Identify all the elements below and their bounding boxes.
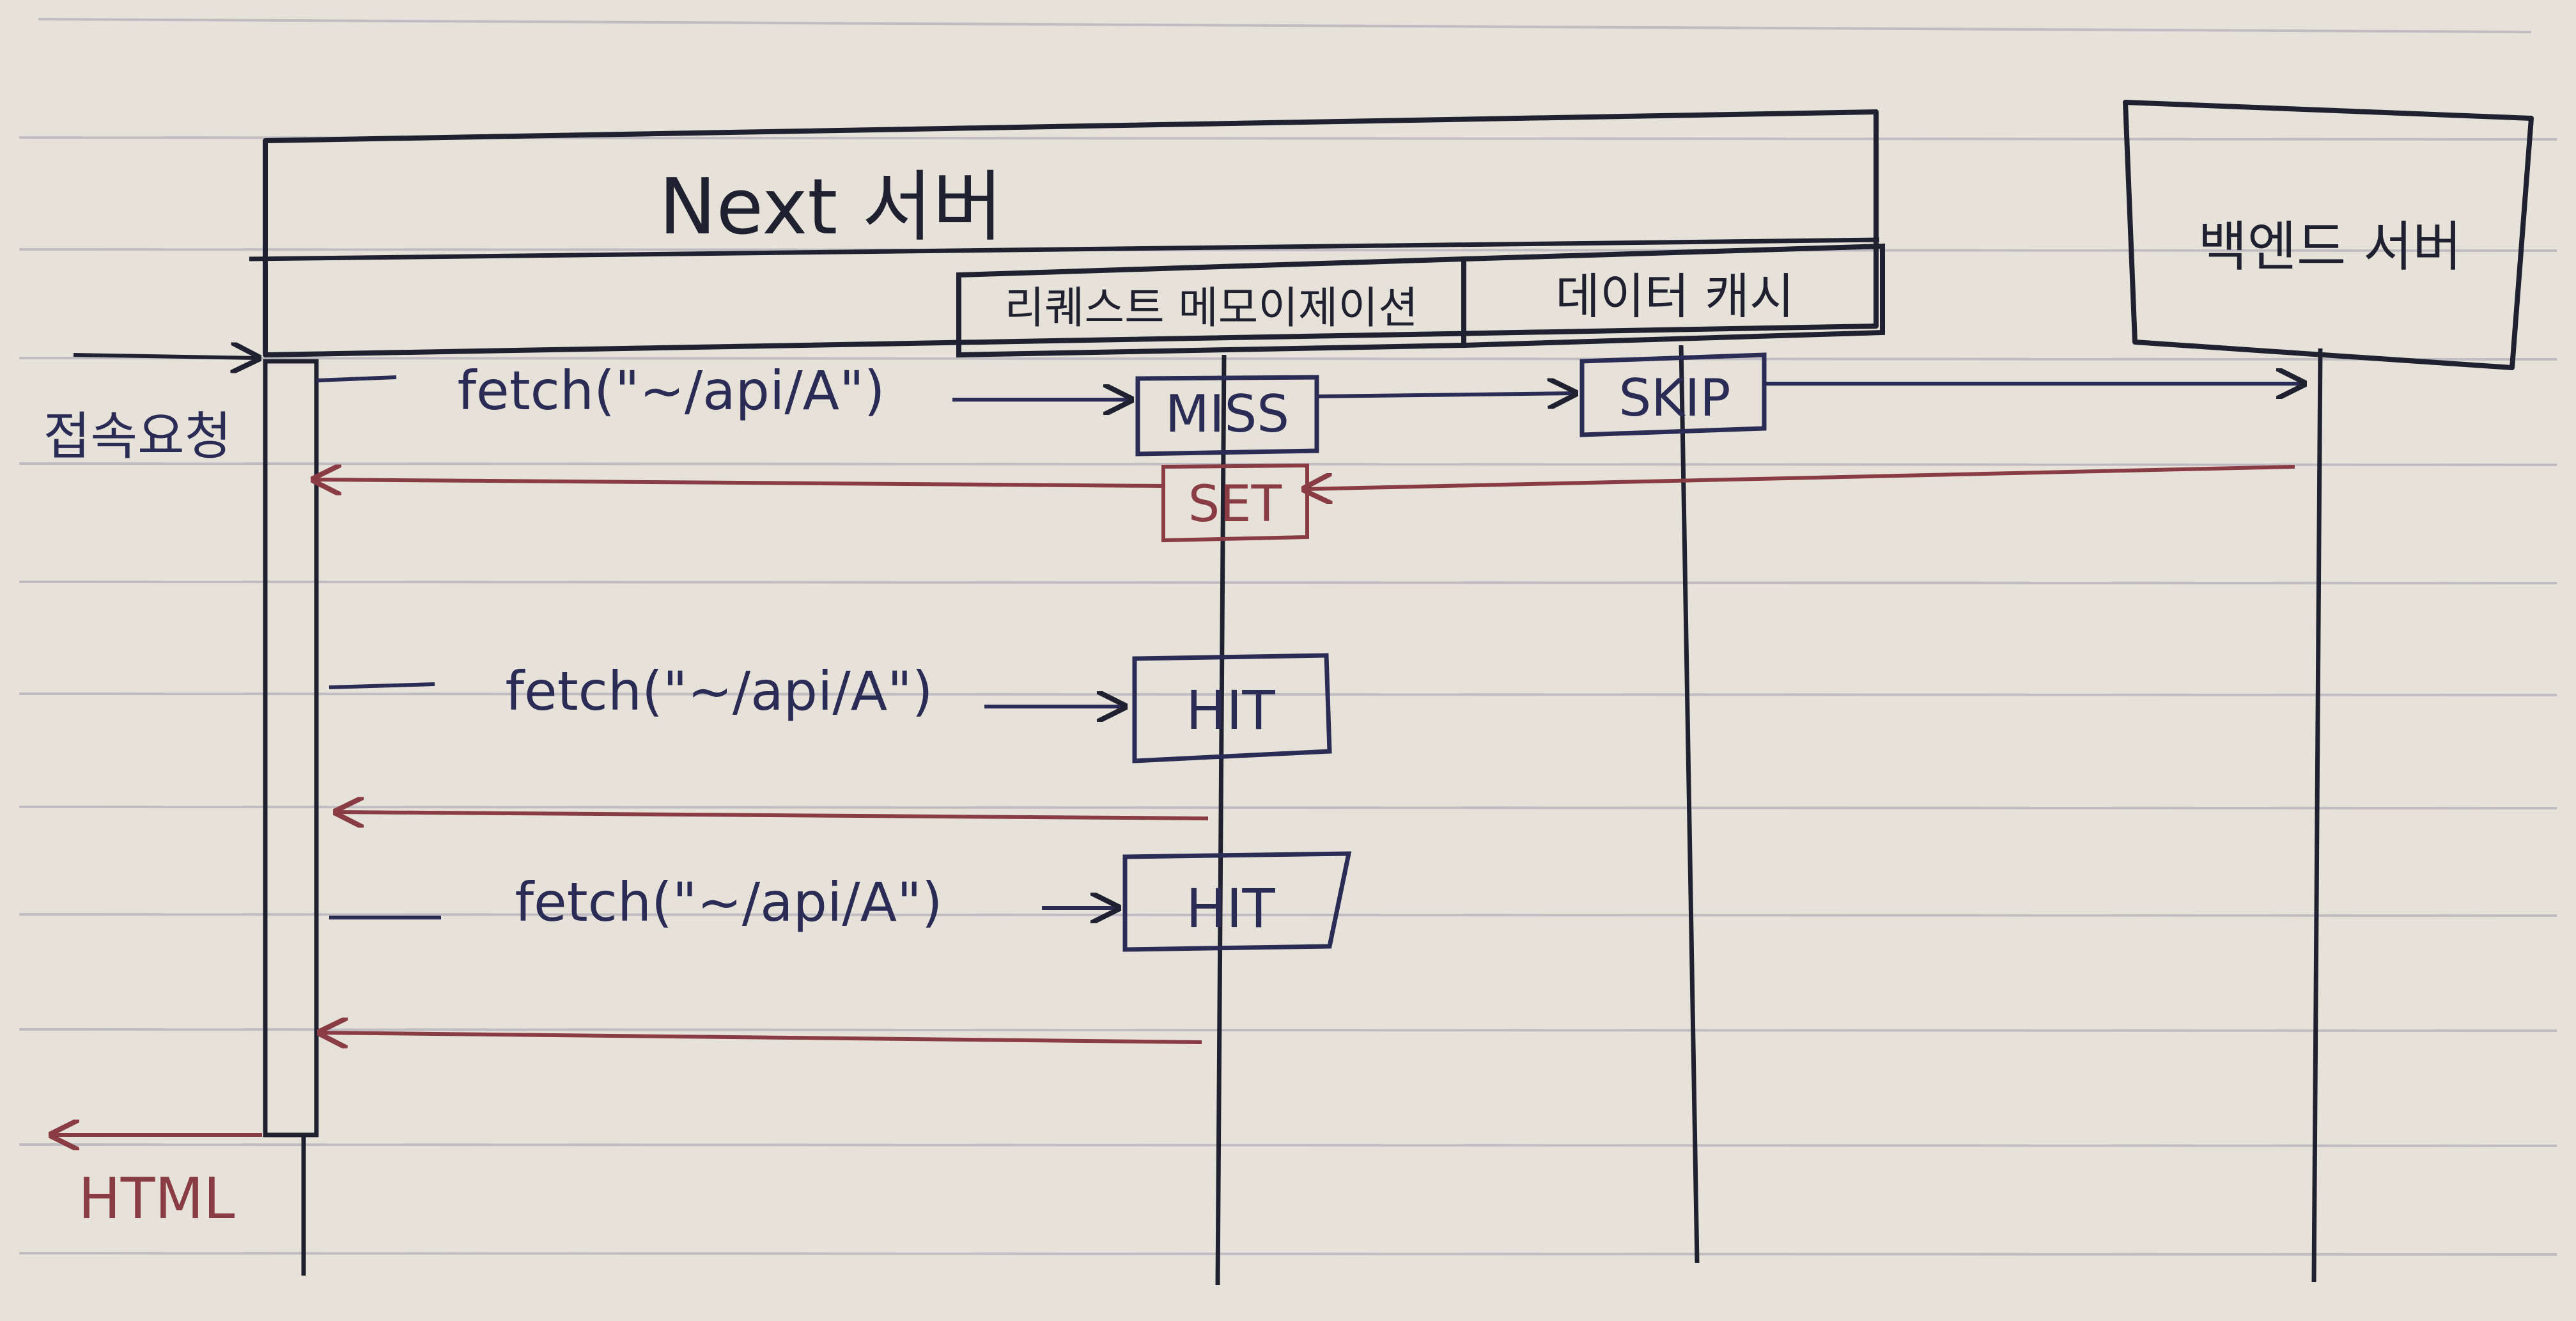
second-fetch-label: fetch("~/api/A") [505, 660, 933, 723]
first-response: SET [313, 463, 2295, 543]
entry-request-label: 접속요청 [43, 407, 231, 466]
html-response: HTML [51, 1135, 262, 1231]
set-box [1161, 463, 1309, 543]
hit-label-second: HIT [1186, 679, 1275, 742]
third-fetch-label: fetch("~/api/A") [515, 871, 942, 934]
second-fetch: fetch("~/api/A") HIT [329, 653, 1332, 763]
miss-box [1135, 375, 1319, 457]
backend-server-box: 백엔드 서버 [2123, 100, 2534, 370]
data-cache-lifeline [1679, 345, 1700, 1263]
next-server-box: Next 서버 [249, 109, 1880, 357]
entry-request: 접속요청 [43, 355, 259, 466]
data-cache-label: 데이터 캐시 [1555, 268, 1794, 325]
request-memoization-label: 리퀘스트 메모이제이션 [1004, 283, 1418, 334]
lifelines [263, 345, 2323, 1286]
skip-label: SKIP [1618, 368, 1730, 428]
backend-server-label: 백엔드 서버 [2198, 215, 2462, 278]
third-response [320, 1033, 1202, 1042]
third-fetch: fetch("~/api/A") HIT [329, 851, 1352, 952]
next-server-label: Next 서버 [659, 163, 1004, 252]
hit-label-third: HIT [1186, 877, 1275, 940]
skip-box [1579, 352, 1767, 437]
first-fetch-label: fetch("~/api/A") [457, 359, 885, 422]
data-cache-box: 데이터 캐시 [1461, 243, 1885, 348]
next-server-activation-bar [263, 359, 319, 1137]
backend-server-lifeline [2311, 348, 2323, 1283]
set-label: SET [1188, 476, 1282, 533]
hit-box-second [1132, 653, 1332, 763]
hit-box-third [1122, 851, 1352, 952]
html-label: HTML [79, 1166, 235, 1231]
first-fetch: fetch("~/api/A") MISS SKIP [316, 352, 2304, 457]
request-memoization-lifeline [1215, 354, 1227, 1286]
miss-label: MISS [1165, 384, 1289, 444]
second-response [336, 812, 1209, 818]
